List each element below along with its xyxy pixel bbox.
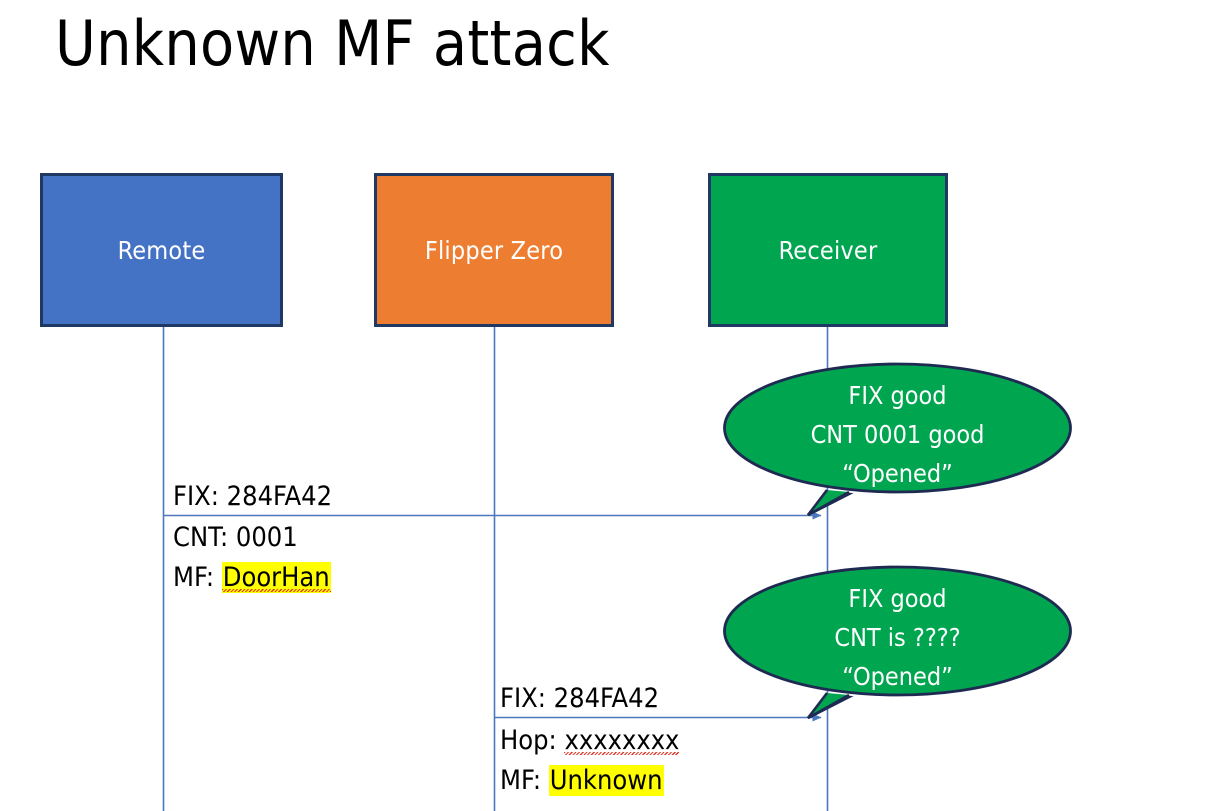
message-1-mf-value: DoorHan: [221, 562, 331, 593]
actor-label-receiver: Receiver: [778, 235, 878, 265]
message-2-hop-line: Hop: xxxxxxxx: [500, 721, 679, 761]
message-1-fix: FIX: 284FA42: [173, 481, 333, 512]
message-2-label-above: FIX: 284FA42: [500, 679, 659, 719]
message-2-mf-prefix: MF:: [500, 765, 549, 796]
message-1-cnt-line: CNT: 0001: [173, 518, 331, 558]
message-2-hop-prefix: Hop:: [500, 725, 565, 756]
callout-bubble-2[interactable]: FIX good CNT is ???? “Opened”: [723, 565, 1072, 720]
callout-shape-2: [723, 565, 1072, 720]
actor-box-flipper[interactable]: Flipper Zero: [374, 173, 614, 327]
actor-label-flipper: Flipper Zero: [424, 235, 564, 265]
message-2-fix: FIX: 284FA42: [500, 683, 660, 714]
message-2-mf-value: Unknown: [548, 765, 664, 796]
message-2-mf-line: MF: Unknown: [500, 761, 679, 801]
message-2-hop-value: xxxxxxxx: [564, 725, 680, 756]
message-1-mf-prefix: MF:: [173, 562, 222, 593]
message-1-label-above: FIX: 284FA42: [173, 477, 332, 517]
page-title: Unknown MF attack: [55, 7, 610, 80]
message-2-label-below: Hop: xxxxxxxx MF: Unknown: [500, 721, 679, 801]
message-1-cnt: CNT: 0001: [173, 522, 298, 553]
actor-box-receiver[interactable]: Receiver: [708, 173, 948, 327]
actor-box-remote[interactable]: Remote: [40, 173, 283, 327]
callout-bubble-1[interactable]: FIX good CNT 0001 good “Opened”: [723, 362, 1072, 517]
callout-shape-1: [723, 362, 1072, 517]
actor-label-remote: Remote: [117, 235, 206, 265]
message-1-label-below: CNT: 0001 MF: DoorHan: [173, 518, 331, 598]
message-1-mf-line: MF: DoorHan: [173, 558, 331, 598]
